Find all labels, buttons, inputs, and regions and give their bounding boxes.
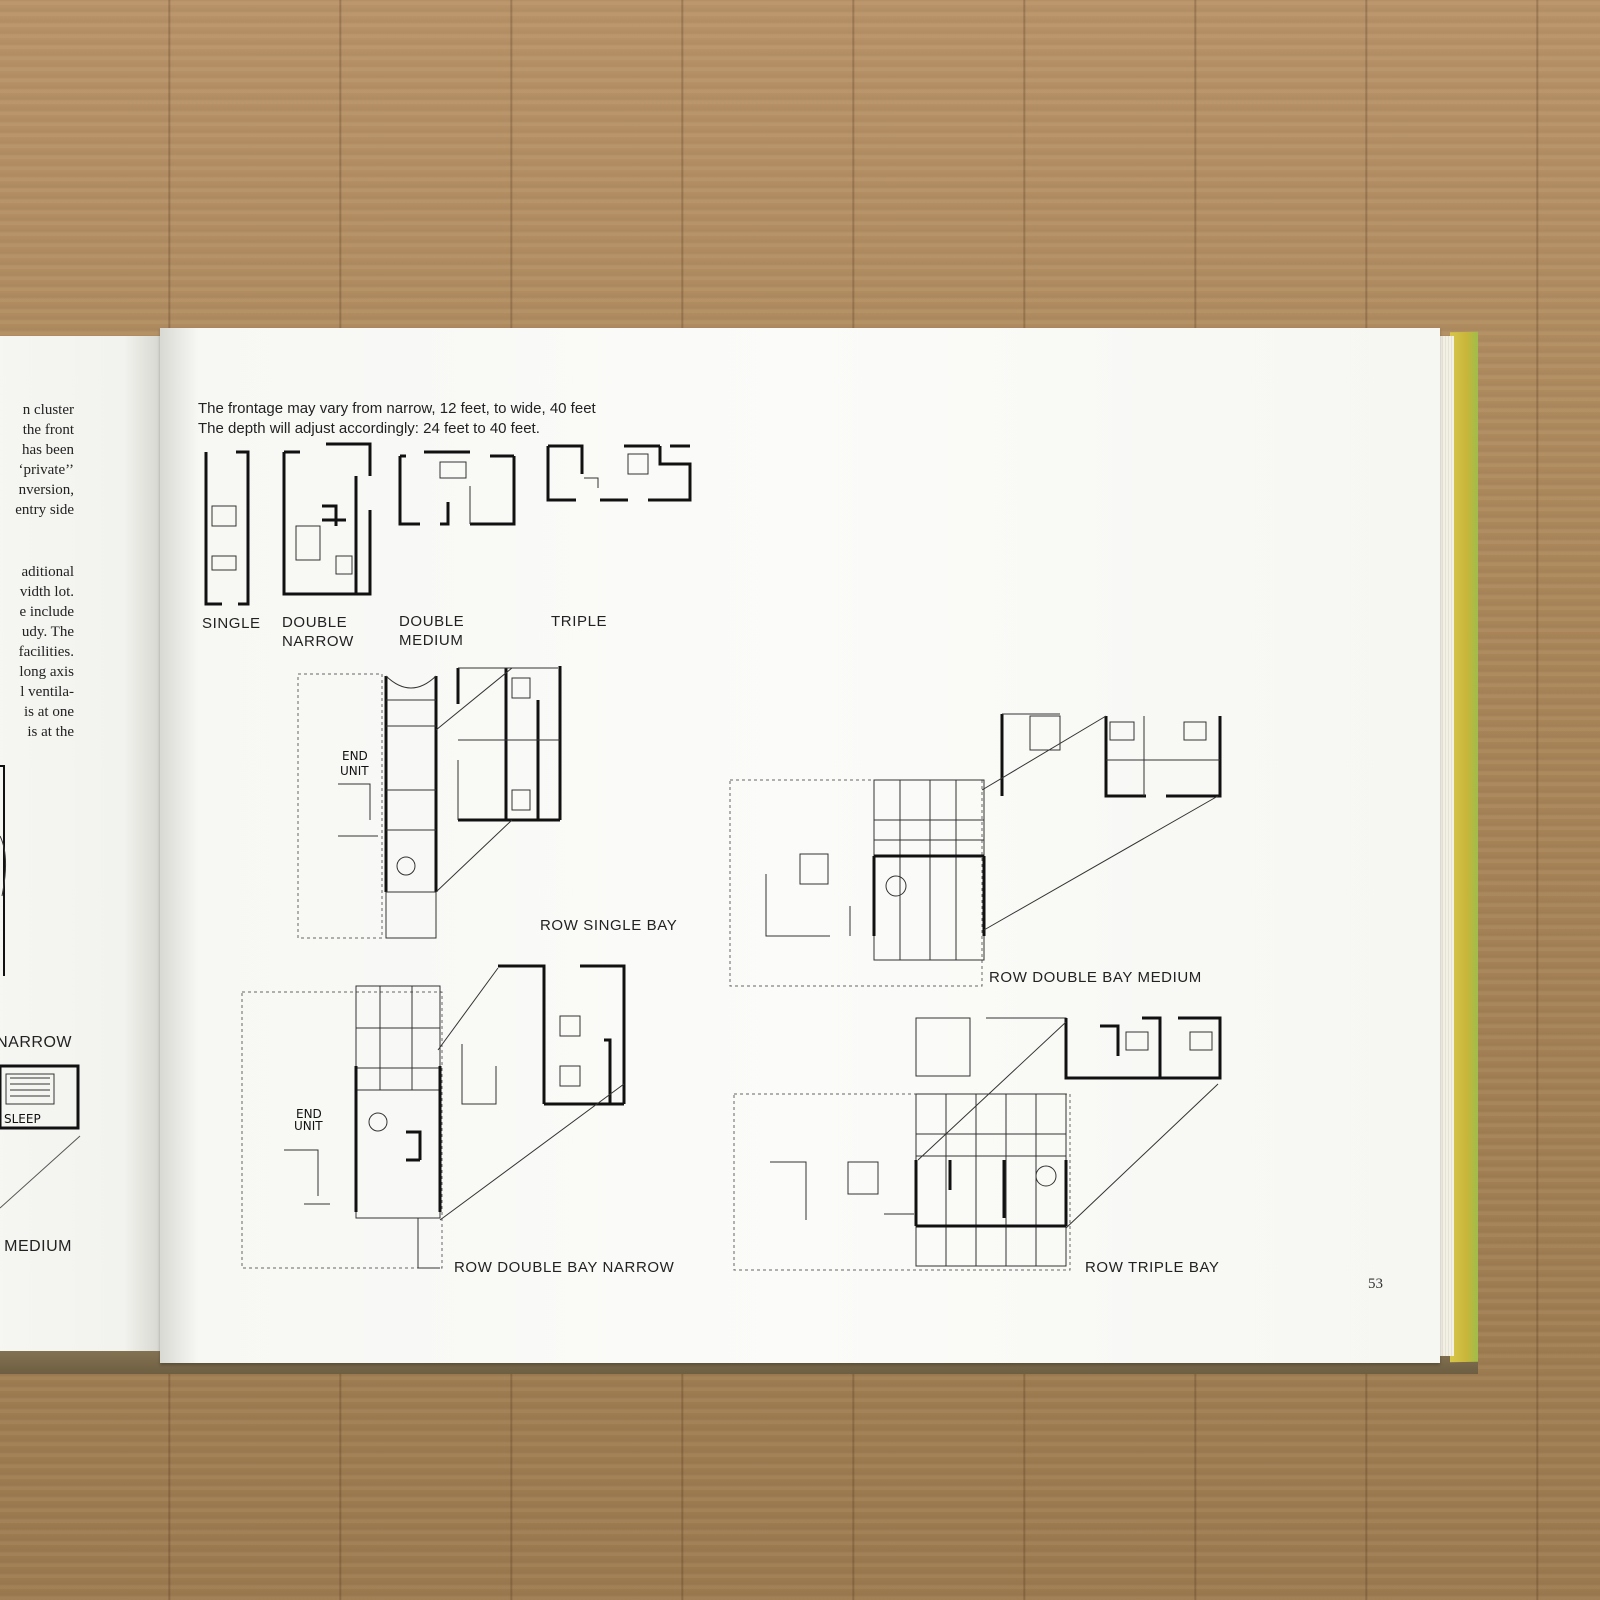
left-page-sketch: SLEEP — [0, 765, 81, 1209]
frontage-double-medium-plan — [398, 450, 516, 526]
left-page-text-line: udy. The — [21, 624, 74, 640]
row-double-bay-narrow-plan: END UNIT — [241, 964, 626, 1269]
row-single-bay-plan: END UNIT — [297, 666, 562, 939]
frontage-triple-plan — [546, 444, 692, 502]
end-unit-note-line1: END — [342, 749, 368, 763]
left-page-label-medium: MEDIUM — [4, 1238, 72, 1255]
end-unit-note-line2: UNIT — [340, 764, 369, 778]
left-page-text-line: facilities. — [18, 644, 74, 660]
caption-line-2: The depth will adjust accordingly: 24 fe… — [198, 420, 540, 437]
row-triple-bay-plan — [733, 1016, 1222, 1271]
left-page-text-line: entry side — [15, 502, 74, 518]
label-triple: TRIPLE — [551, 613, 608, 630]
left-page-text-line: nversion, — [18, 482, 74, 498]
left-page-text-line: vidth lot. — [19, 584, 74, 600]
caption-line-1: The frontage may vary from narrow, 12 fe… — [198, 400, 596, 417]
page-number: 53 — [1368, 1276, 1383, 1292]
left-page: n cluster the front has been ‘private’’ … — [0, 336, 160, 1351]
frontage-single-plan — [204, 450, 250, 606]
left-page-text-line: is at the — [27, 724, 74, 740]
title-row-single-bay: ROW SINGLE BAY — [540, 917, 678, 934]
label-single: SINGLE — [202, 615, 261, 632]
title-row-double-bay-narrow: ROW DOUBLE BAY NARROW — [454, 1259, 675, 1276]
title-row-triple-bay: ROW TRIPLE BAY — [1085, 1259, 1220, 1276]
left-page-text-line: has been — [21, 442, 74, 458]
right-page — [160, 328, 1440, 1363]
title-row-double-bay-medium: ROW DOUBLE BAY MEDIUM — [989, 969, 1202, 986]
end-unit-note-line4: UNIT — [294, 1119, 323, 1133]
left-page-text-line: ‘private’’ — [18, 462, 74, 478]
left-page-text-line: long axis — [19, 664, 74, 680]
left-page-text-line: l ventila- — [20, 684, 74, 700]
left-page-label-narrow: NARROW — [0, 1034, 72, 1051]
left-page-text-line: the front — [22, 422, 74, 438]
end-unit-note-line3: END — [296, 1107, 322, 1121]
row-double-bay-medium-plan — [729, 713, 1222, 987]
label-double-medium: DOUBLE MEDIUM — [399, 613, 465, 649]
left-page-text-line: is at one — [24, 704, 74, 720]
sleep-sketch-text: SLEEP — [4, 1112, 41, 1126]
left-page-text-line: e include — [19, 604, 74, 620]
frontage-double-narrow-plan — [282, 442, 372, 596]
left-page-text-line: aditional — [21, 564, 75, 580]
label-double-narrow: DOUBLE NARROW — [282, 614, 354, 650]
left-page-text-line: n cluster — [22, 402, 74, 418]
